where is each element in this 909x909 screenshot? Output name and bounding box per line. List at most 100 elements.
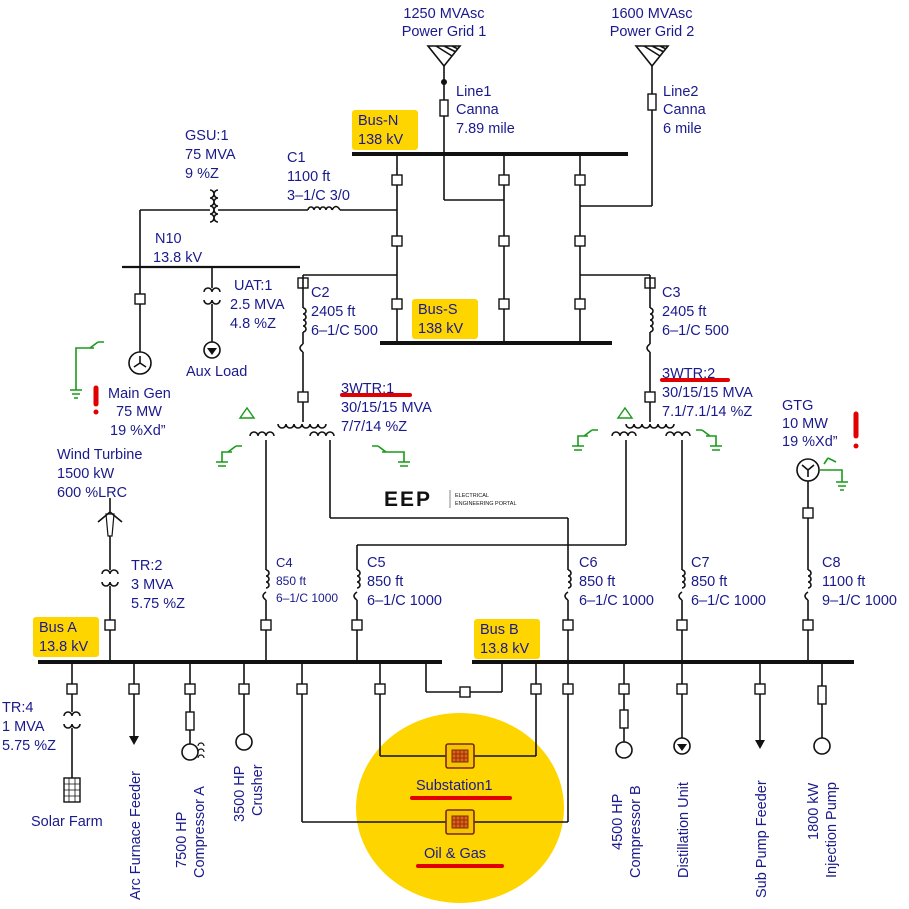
grid1-name: Power Grid 1 — [402, 24, 487, 40]
uat-z: 4.8 %Z — [230, 316, 276, 332]
cable-c3[interactable] — [644, 307, 656, 422]
wtr2-name: 3WTR:2 — [662, 366, 715, 382]
bus-b-label-highlight — [474, 619, 540, 659]
wtr2-z: 7.1/7.1/14 %Z — [662, 404, 752, 420]
compressor-a-rating: 7500 HP — [174, 812, 190, 868]
3wtr-1-transformer[interactable] — [238, 406, 569, 570]
oil-gas-icon[interactable] — [445, 809, 475, 835]
c1-size: 3–1/C 3/0 — [287, 188, 350, 204]
uat-name: UAT:1 — [234, 278, 272, 294]
line2-type: Canna — [663, 102, 707, 118]
main-gen-ground — [70, 341, 104, 399]
3wtr-2-transformer[interactable] — [356, 406, 691, 570]
main-gen-name: Main Gen — [108, 386, 171, 402]
bus-s-kv: 138 kV — [418, 321, 463, 337]
tr4-solar-branch[interactable] — [63, 662, 81, 778]
bus-n-label-highlight — [352, 110, 418, 150]
injection-pump-motor[interactable] — [813, 662, 831, 755]
main-gen-xd: 19 %Xd” — [110, 423, 166, 439]
tr4-name: TR:4 — [2, 700, 33, 716]
main-generator[interactable] — [128, 267, 152, 375]
tr2-name: TR:2 — [131, 558, 162, 574]
n10-kv: 13.8 kV — [153, 250, 202, 266]
composite-networks-highlight — [356, 713, 564, 903]
uat-mva: 2.5 MVA — [230, 297, 285, 313]
line1-length: 7.89 mile — [456, 121, 515, 137]
cable-c5[interactable] — [351, 569, 363, 662]
gsu-transformer[interactable] — [140, 189, 308, 223]
compressor-b-motor[interactable] — [615, 662, 633, 759]
c7-name: C7 — [691, 555, 710, 571]
gtg-generator[interactable] — [796, 457, 848, 570]
breakers-138kv[interactable] — [297, 174, 656, 310]
crusher-rating: 3500 HP — [232, 766, 248, 822]
3wtr-1-grounds — [216, 445, 410, 467]
tr2-mva: 3 MVA — [131, 577, 174, 593]
gtg-rating: 10 MW — [782, 416, 828, 432]
uat-transformer[interactable] — [203, 267, 221, 359]
eep-logo: EEP ELECTRICAL ENGINEERING PORTAL — [384, 488, 517, 511]
3wtr-2-grounds — [572, 429, 722, 451]
bus-a-kv: 13.8 kV — [39, 639, 88, 655]
c3-size: 6–1/C 500 — [662, 323, 729, 339]
cable-c1[interactable] — [307, 205, 397, 211]
c3-len: 2405 ft — [662, 304, 706, 320]
logo-line2: ENGINEERING PORTAL — [455, 501, 517, 507]
crusher-name: Crusher — [250, 764, 266, 816]
c2-name: C2 — [311, 285, 330, 301]
sub-pump-label: Sub Pump Feeder — [754, 780, 770, 898]
cable-c2[interactable] — [297, 307, 309, 422]
tr2-transformer[interactable] — [101, 569, 119, 662]
cable-c7[interactable] — [676, 569, 688, 662]
bus-tie[interactable] — [425, 662, 503, 698]
arc-furnace-feeder[interactable] — [128, 662, 140, 745]
wtr1-mva: 30/15/15 MVA — [341, 400, 432, 416]
c8-name: C8 — [822, 555, 841, 571]
grid1-rating: 1250 MVAsc — [403, 6, 484, 22]
sub-pump-feeder[interactable] — [754, 662, 766, 749]
power-grid-1[interactable] — [426, 45, 462, 154]
bus-a-name: Bus A — [39, 620, 77, 636]
wtr1-name: 3WTR:1 — [341, 381, 394, 397]
c4-name: C4 — [276, 555, 293, 570]
c3-name: C3 — [662, 285, 681, 301]
line2-length: 6 mile — [663, 121, 702, 137]
c1-len: 1100 ft — [287, 169, 330, 185]
injection-pump-rating: 1800 kW — [806, 782, 822, 840]
wtr2-mva: 30/15/15 MVA — [662, 385, 753, 401]
cable-c4[interactable] — [260, 569, 272, 662]
compressor-b-name: Compressor B — [628, 785, 644, 878]
gtg-xd: 19 %Xd” — [782, 434, 838, 450]
bus-a-label-highlight — [33, 617, 99, 657]
gsu-name: GSU:1 — [185, 128, 229, 144]
bus-n-kv: 138 kV — [358, 132, 403, 148]
c2-size: 6–1/C 500 — [311, 323, 378, 339]
wind-name: Wind Turbine — [57, 447, 142, 463]
wind-rating: 1500 kW — [57, 466, 115, 482]
compressor-a-motor[interactable] — [181, 662, 205, 761]
logo-line1: ELECTRICAL — [455, 493, 489, 499]
cable-c6[interactable] — [562, 569, 574, 662]
distillation-unit[interactable] — [673, 662, 691, 755]
substation1-label: Substation1 — [416, 778, 493, 794]
substation1-feeders — [374, 662, 542, 757]
cable-c8[interactable] — [802, 569, 814, 662]
injection-pump-name: Injection Pump — [824, 782, 840, 878]
line1-type: Canna — [456, 102, 500, 118]
power-grid-2[interactable] — [580, 45, 670, 207]
substation1-icon[interactable] — [445, 743, 475, 769]
c6-len: 850 ft — [579, 574, 615, 590]
wtr1-z: 7/7/14 %Z — [341, 419, 407, 435]
solar-panel-icon — [63, 777, 81, 803]
c5-name: C5 — [367, 555, 386, 571]
c2-len: 2405 ft — [311, 304, 355, 320]
crusher-motor[interactable] — [235, 662, 253, 751]
main-gen-rating: 75 MW — [116, 404, 162, 420]
line1-name: Line1 — [456, 84, 491, 100]
oil-gas-feeders — [296, 662, 574, 823]
n10-name: N10 — [155, 231, 182, 247]
tr2-z: 5.75 %Z — [131, 596, 185, 612]
wind-turbine[interactable] — [97, 498, 123, 570]
bus-b-name: Bus B — [480, 622, 519, 638]
